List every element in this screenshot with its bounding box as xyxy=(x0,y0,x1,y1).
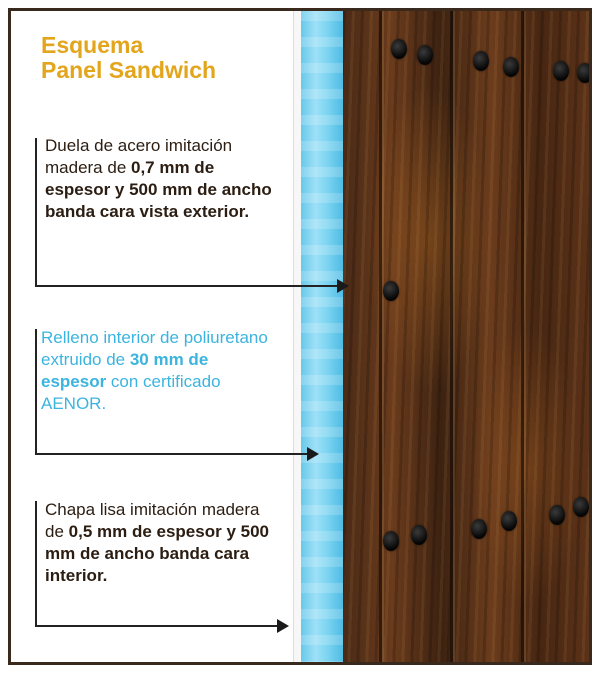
callout-3-bracket xyxy=(35,501,37,627)
callout-steel-exterior: Duela de acero imitación madera de 0,7 m… xyxy=(45,135,275,223)
rivet xyxy=(411,525,427,545)
text-panel xyxy=(11,11,293,662)
callout-3-text: Chapa lisa imitación madera de xyxy=(45,500,260,541)
rivet xyxy=(573,497,589,517)
rivet xyxy=(391,39,407,59)
callout-3-arrowhead xyxy=(277,619,289,633)
rivet xyxy=(503,57,519,77)
rivet xyxy=(549,505,565,525)
title-line-1: Esquema xyxy=(41,32,144,58)
callout-1-text: Duela de acero imitación madera de xyxy=(45,136,233,177)
layer-separator xyxy=(293,11,302,662)
callout-2-bold: 30 mm de espesor xyxy=(41,350,209,391)
rivet xyxy=(383,281,399,301)
rivet xyxy=(473,51,489,71)
foam-layer xyxy=(301,11,343,662)
callout-sheet-interior: Chapa lisa imitación madera de 0,5 mm de… xyxy=(45,499,275,587)
callout-1-bracket xyxy=(35,138,37,287)
rivet xyxy=(553,61,569,81)
callout-2-text-end: con certificado AENOR. xyxy=(41,372,221,413)
callout-3-leader xyxy=(35,625,277,627)
rivet xyxy=(383,531,399,551)
callout-1-bold: 0,7 mm de espesor y 500 mm de ancho band… xyxy=(45,158,272,221)
wood-steel-layer xyxy=(343,11,589,662)
title-line-2: Panel Sandwich xyxy=(41,57,217,83)
callout-3-bold: 0,5 mm de espesor y 500 mm de ancho band… xyxy=(45,522,269,585)
diagram-frame: Esquema Panel Sandwich Duela de acero im… xyxy=(8,8,592,665)
callout-2-text: Relleno interior de poliuretano extruido… xyxy=(41,328,268,369)
callout-2-leader xyxy=(35,453,307,455)
callout-1-leader xyxy=(35,285,337,287)
callout-2-arrowhead xyxy=(307,447,319,461)
diagram-title: Esquema Panel Sandwich xyxy=(41,33,281,83)
callout-1-arrowhead xyxy=(337,279,349,293)
rivet xyxy=(577,63,589,83)
rivet xyxy=(501,511,517,531)
callout-2-bracket xyxy=(35,329,37,455)
callout-foam-fill: Relleno interior de poliuretano extruido… xyxy=(41,327,271,415)
rivet xyxy=(471,519,487,539)
rivet xyxy=(417,45,433,65)
